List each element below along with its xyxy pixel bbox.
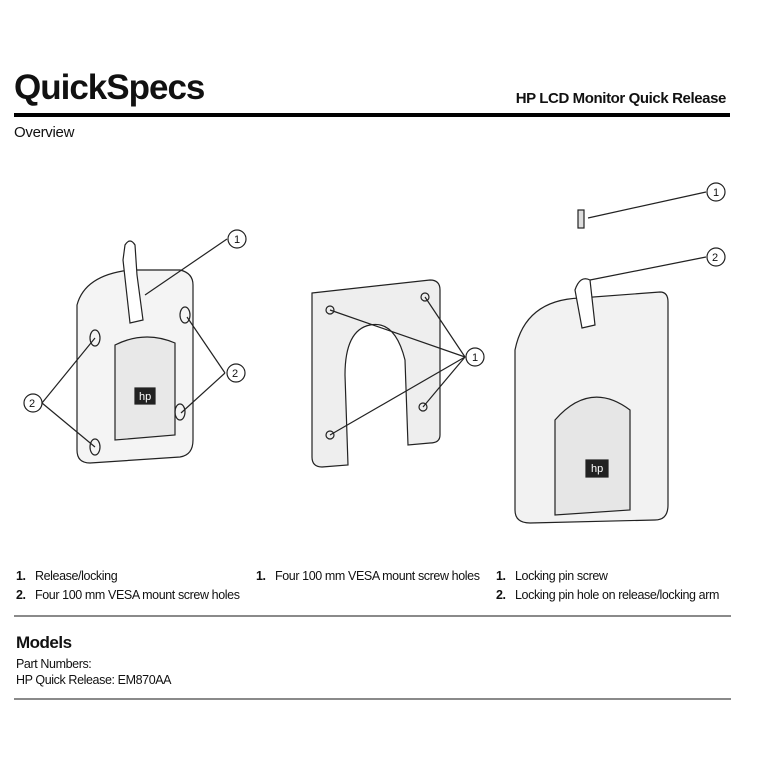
part-number: HP Quick Release: EM870AA [16,673,172,687]
legend-item: 2.Four 100 mm VESA mount screw holes [16,588,240,602]
quick-release-front-illustration: hp 1 2 2 [23,229,247,464]
callout-2: 2 [712,252,718,264]
callout-1: 1 [234,234,240,246]
section-heading-models: Models [16,633,72,652]
callout-2: 2 [29,398,35,410]
page-title: QuickSpecs [14,68,205,107]
hp-logo: hp [139,391,151,403]
callout-1: 1 [472,352,478,364]
callout-2: 2 [232,368,238,380]
product-title: HP LCD Monitor Quick Release [515,90,727,107]
vesa-adapter-plate-illustration: 1 [311,279,485,468]
section-divider [14,615,731,617]
quick-release-assembled-illustration: hp 1 2 [514,182,726,524]
section-divider [14,698,731,700]
part-numbers-label: Part Numbers: [16,657,92,671]
section-heading-overview: Overview [14,124,75,141]
hp-logo: hp [591,463,603,475]
header-divider [14,113,730,117]
legend-item: 1.Release/locking [16,569,118,583]
callout-1: 1 [713,187,719,199]
legend-item: 1.Four 100 mm VESA mount screw holes [256,569,480,583]
legend-item: 2.Locking pin hole on release/locking ar… [496,588,719,602]
legend-item: 1.Locking pin screw [496,569,608,583]
